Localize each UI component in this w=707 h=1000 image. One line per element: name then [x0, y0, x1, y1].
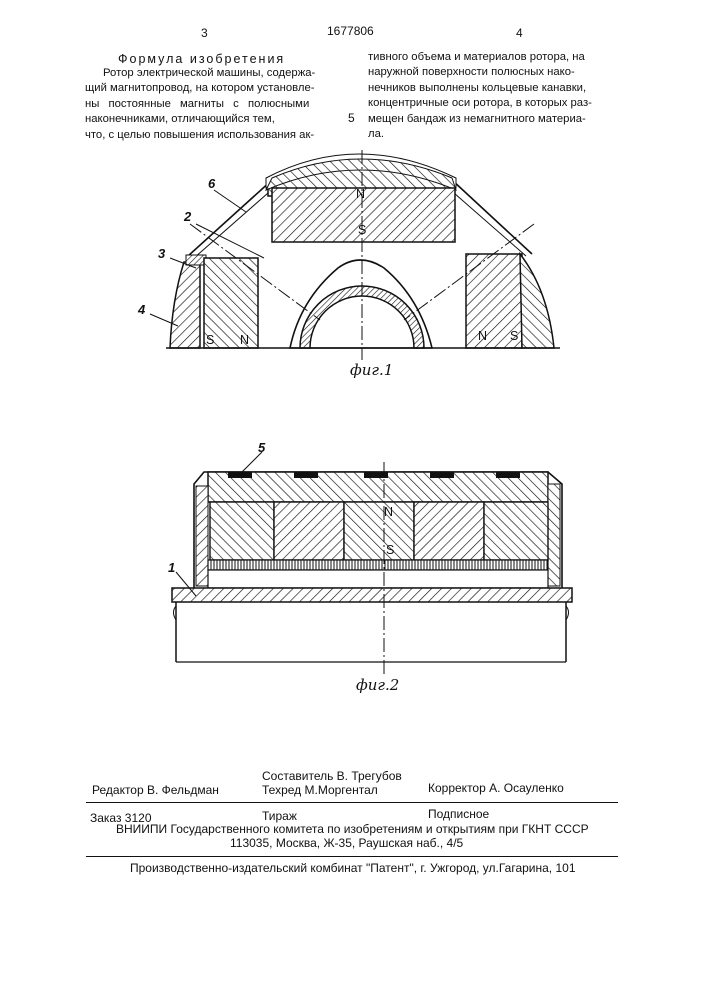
figure-2: 5 1 N S — [168, 440, 572, 674]
compiler: Составитель В. Трегубов — [262, 769, 402, 783]
subscription: Подписное — [428, 807, 489, 821]
footer-rule-top — [86, 802, 618, 803]
techred: Техред М.Моргентал — [262, 783, 378, 797]
fig1-label-4: 4 — [137, 302, 146, 317]
editor: Редактор В. Фельдман — [92, 783, 219, 797]
fig2-pole-N: N — [384, 505, 393, 519]
fig2-label-1: 1 — [168, 560, 175, 575]
fig1-pole-N: N — [356, 187, 365, 201]
fig1-pole-S: S — [358, 223, 366, 237]
fig1-label-6: 6 — [208, 176, 216, 191]
publisher: Производственно-издательский комбинат "П… — [130, 861, 576, 875]
fig1-label-3: 3 — [158, 246, 166, 261]
figure-1: 6 2 3 4 N S S N N S — [137, 150, 560, 360]
fig1-pole-N-right: N — [478, 329, 487, 343]
figure-1-caption: фиг.1 — [350, 361, 393, 379]
figure-2-caption: фиг.2 — [356, 676, 399, 694]
fig1-label-2: 2 — [183, 209, 192, 224]
fig1-pole-N-left: N — [240, 333, 249, 347]
org-line-1: ВНИИПИ Государственного комитета по изоб… — [116, 822, 589, 836]
org-line-2: 113035, Москва, Ж-35, Раушская наб., 4/5 — [230, 836, 463, 850]
circulation: Тираж — [262, 809, 297, 823]
fig1-pole-S-right: S — [510, 329, 518, 343]
fig1-pole-S-left: S — [206, 333, 214, 347]
corrector: Корректор А. Осауленко — [428, 781, 564, 795]
fig2-label-5: 5 — [258, 440, 266, 455]
footer-rule-bottom — [86, 856, 618, 857]
fig2-pole-S: S — [386, 543, 394, 557]
